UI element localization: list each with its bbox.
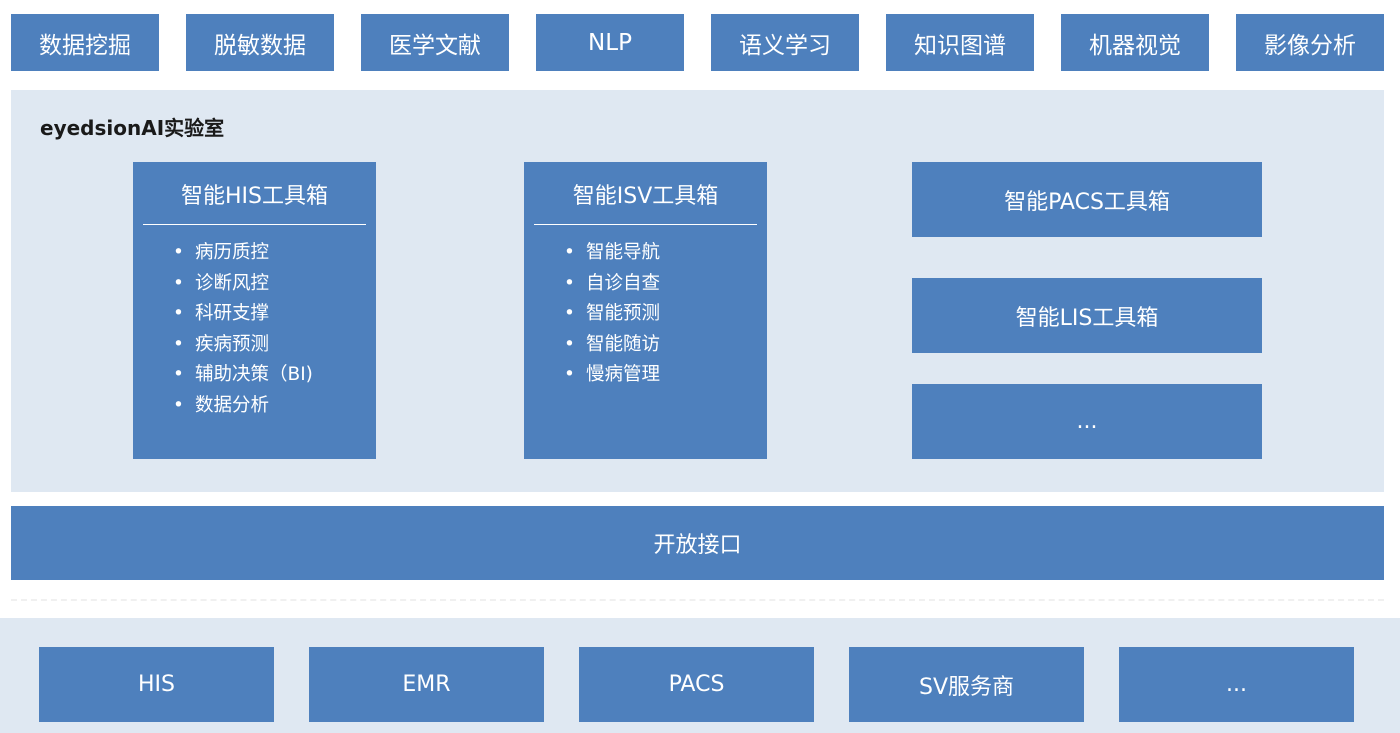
isv-item-label: 自诊自查: [586, 272, 661, 294]
his-item-label: 科研支撑: [195, 303, 270, 324]
capability-data-mining: 数据挖掘: [11, 14, 159, 71]
bullet-icon: •: [173, 272, 184, 294]
list-item: • 智能预测: [564, 299, 660, 330]
bullet-icon: •: [173, 394, 184, 416]
open-api-bar: 开放接口: [11, 506, 1384, 580]
his-item-label: 病历质控: [195, 242, 270, 263]
his-item-label: 数据分析: [195, 394, 270, 416]
capability-machine-vision: 机器视觉: [1061, 14, 1209, 71]
pacs-toolbox: 智能PACS工具箱: [912, 162, 1262, 237]
bullet-icon: •: [173, 242, 184, 263]
ai-lab-title: eyedsionAI实验室: [40, 116, 225, 140]
list-item: • 智能随访: [564, 330, 660, 361]
list-item: • 数据分析: [173, 391, 313, 422]
isv-item-label: 慢病管理: [586, 364, 661, 385]
bullet-icon: •: [173, 303, 184, 324]
list-item: • 慢病管理: [564, 360, 660, 391]
capability-desensitized-data: 脱敏数据: [186, 14, 334, 71]
isv-toolbox-title: 智能ISV工具箱: [572, 184, 719, 209]
his-toolbox-divider: [143, 224, 366, 225]
his-toolbox: 智能HIS工具箱 • 病历质控 • 诊断风控 • 科研支撑 • 疾病预测 • 辅助决策（B…: [133, 162, 376, 459]
bullet-icon: •: [173, 333, 184, 355]
section-divider: [11, 599, 1384, 601]
source-more: ...: [1119, 647, 1354, 722]
isv-item-label: 智能导航: [586, 242, 661, 263]
bullet-icon: •: [564, 364, 575, 385]
capability-knowledge-graph: 知识图谱: [886, 14, 1034, 71]
isv-toolbox-divider: [534, 224, 757, 225]
list-item: • 辅助决策（BI): [173, 360, 313, 391]
list-item: • 自诊自查: [564, 269, 660, 300]
source-his: HIS: [39, 647, 274, 722]
bullet-icon: •: [564, 272, 575, 294]
isv-toolbox-items: • 智能导航 • 自诊自查 • 智能预测 • 智能随访 • 慢病管理: [564, 238, 660, 391]
list-item: • 疾病预测: [173, 330, 313, 361]
capability-image-analysis: 影像分析: [1236, 14, 1384, 71]
source-emr: EMR: [309, 647, 544, 722]
source-sv-provider: SV服务商: [849, 647, 1084, 722]
list-item: • 诊断风控: [173, 269, 313, 300]
his-toolbox-title: 智能HIS工具箱: [181, 184, 328, 209]
list-item: • 病历质控: [173, 238, 313, 269]
isv-item-label: 智能随访: [586, 333, 661, 355]
bullet-icon: •: [173, 364, 184, 385]
his-item-label: 诊断风控: [195, 272, 270, 294]
capability-semantic-learning: 语义学习: [711, 14, 859, 71]
capability-nlp: NLP: [536, 14, 684, 71]
his-item-label: 辅助决策（BI): [195, 364, 313, 385]
list-item: • 智能导航: [564, 238, 660, 269]
isv-toolbox: 智能ISV工具箱 • 智能导航 • 自诊自查 • 智能预测 • 智能随访 • 慢病管理: [524, 162, 767, 459]
capability-medical-literature: 医学文献: [361, 14, 509, 71]
lis-toolbox: 智能LIS工具箱: [912, 278, 1262, 353]
list-item: • 科研支撑: [173, 299, 313, 330]
bullet-icon: •: [564, 303, 575, 324]
his-toolbox-items: • 病历质控 • 诊断风控 • 科研支撑 • 疾病预测 • 辅助决策（BI) • 数据分析: [173, 238, 313, 421]
isv-item-label: 智能预测: [586, 303, 661, 324]
source-pacs: PACS: [579, 647, 814, 722]
bullet-icon: •: [564, 242, 575, 263]
his-item-label: 疾病预测: [195, 333, 270, 355]
more-toolbox: ...: [912, 384, 1262, 459]
bullet-icon: •: [564, 333, 575, 355]
